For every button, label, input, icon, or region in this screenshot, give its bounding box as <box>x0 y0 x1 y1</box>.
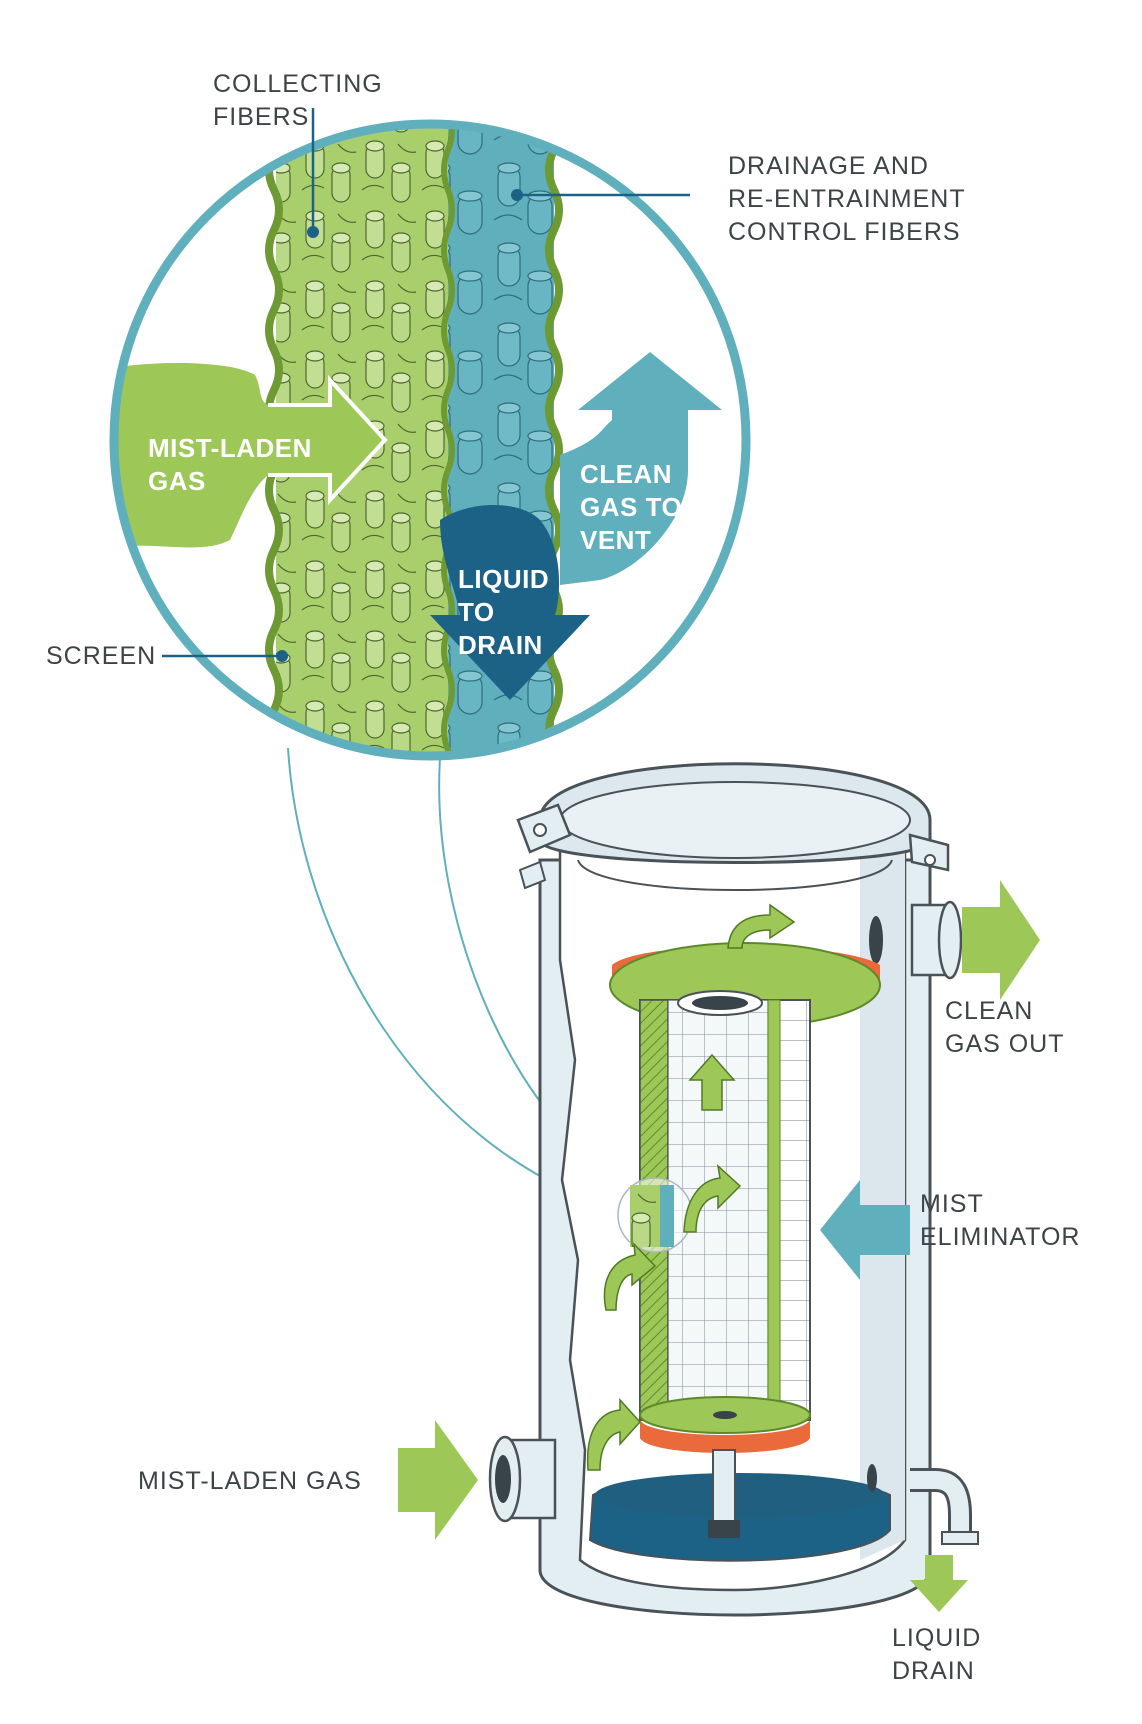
liquid-drain-line1: LIQUID <box>892 1624 982 1652</box>
element-inner-wall <box>767 999 781 1421</box>
flow-arrow-up <box>688 1053 736 1111</box>
clean-gas-to-vent-arrow <box>560 352 722 585</box>
mist-laden-gas-label: MIST-LADEN GAS <box>138 1465 362 1498</box>
drain-opening <box>867 1464 877 1492</box>
collecting-fibers-dot <box>307 226 319 238</box>
mist-laden-gas-arrow-outline <box>268 374 388 506</box>
mist-eliminator-line2: ELIMINATOR <box>920 1223 1081 1251</box>
collecting-fibers-label: COLLECTING FIBERS <box>213 68 383 134</box>
inset-liquid-line1: LIQUID <box>458 564 550 594</box>
mist-laden-gas-arrow <box>114 363 385 548</box>
mist-eliminator-label: MIST ELIMINATOR <box>920 1188 1081 1254</box>
liquid-drain-line2: DRAIN <box>892 1657 975 1685</box>
liquid-to-drain-arrow <box>430 505 590 700</box>
mist-eliminator-line1: MIST <box>920 1190 984 1218</box>
mist-laden-gas-text: MIST-LADEN GAS <box>138 1467 362 1495</box>
magnifier-spot-drain <box>660 1185 674 1247</box>
vessel-top-rim <box>559 781 911 859</box>
screen-text: SCREEN <box>46 642 157 670</box>
drain-flange <box>941 1531 979 1545</box>
inlet-opening <box>495 1455 511 1503</box>
flow-arrow-middle <box>683 1163 742 1233</box>
element-top-hole <box>692 996 748 1010</box>
inset-border <box>109 119 751 761</box>
vessel <box>488 762 979 1617</box>
flow-arrow-lower <box>603 1241 657 1311</box>
element-bottom-gasket <box>640 1420 810 1453</box>
inset-mist-laden-gas-label: MIST-LADEN GAS <box>148 432 312 498</box>
drainage-fibers-line2: RE-ENTRAINMENT <box>728 185 966 213</box>
inset-liquid-to-drain-label: LIQUID TO DRAIN <box>458 563 549 662</box>
outlet-flange <box>937 900 963 980</box>
magnified-inset <box>109 119 751 761</box>
lid-lug-left-lower <box>518 860 547 890</box>
drainage-fibers-line3: CONTROL FIBERS <box>728 218 961 246</box>
liquid-surface <box>595 1473 885 1517</box>
screen-middle <box>441 124 455 756</box>
inset-clean-gas-line1: CLEAN <box>580 459 673 489</box>
vessel-inner-wall <box>860 830 905 1560</box>
inset-clean-gas-line3: VENT <box>580 525 652 555</box>
clean-gas-out-arrow <box>962 880 1040 1000</box>
lug-hole-right <box>924 854 936 866</box>
screen-label: SCREEN <box>46 640 156 673</box>
drainage-fibers-line1: DRAINAGE AND <box>728 152 929 180</box>
liquid-drain-label: LIQUID DRAIN <box>892 1622 981 1688</box>
clean-gas-out-line2: GAS OUT <box>945 1030 1065 1058</box>
mist-laden-gas-inlet-arrow <box>398 1420 478 1540</box>
flow-arrow-top <box>727 903 796 949</box>
drainage-fibers-dot <box>511 189 523 201</box>
drain-pipe <box>910 1471 969 1535</box>
liquid-drain-arrow <box>910 1555 968 1612</box>
inset-mist-laden-line1: MIST-LADEN <box>148 433 312 463</box>
outlet-opening <box>869 916 883 964</box>
clean-gas-out-label: CLEAN GAS OUT <box>945 995 1065 1061</box>
inset-clean-gas-to-vent-label: CLEAN GAS TO VENT <box>580 458 682 557</box>
screen-right <box>545 124 563 756</box>
vessel-top-inner <box>577 859 893 891</box>
element-bottom-hole <box>713 1411 737 1419</box>
inset-clean-gas-line2: GAS TO <box>580 492 683 522</box>
internal-flow-arrows <box>586 903 796 1471</box>
clean-gas-out-line1: CLEAN <box>945 997 1034 1025</box>
collecting-fibers-line1: COLLECTING <box>213 70 383 98</box>
inset-liquid-line3: DRAIN <box>458 630 543 660</box>
lug-hole-left <box>533 823 547 837</box>
inset-mist-laden-line2: GAS <box>148 466 206 496</box>
collecting-fibers-line2: FIBERS <box>213 103 310 131</box>
magnifier-spot-fibers <box>630 1185 660 1247</box>
drain-leg <box>712 1449 736 1531</box>
drain-leg-seal <box>708 1520 740 1538</box>
screen-dot <box>276 650 288 662</box>
inset-liquid-line2: TO <box>458 597 495 627</box>
mist-eliminator-pointer-arrow <box>820 1180 910 1280</box>
drainage-fibers-label: DRAINAGE AND RE-ENTRAINMENT CONTROL FIBE… <box>728 150 966 249</box>
flow-arrow-inlet-turn <box>586 1398 642 1471</box>
lid-lug-right <box>908 833 950 872</box>
